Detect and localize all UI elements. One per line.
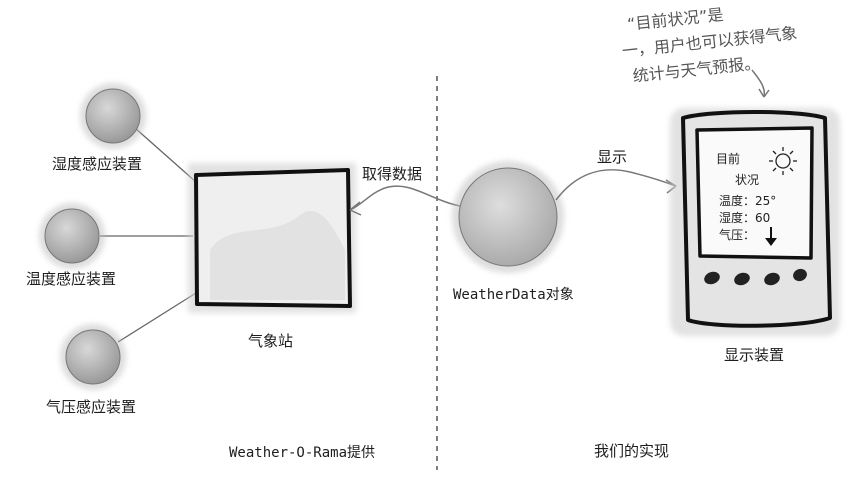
sun-icon xyxy=(769,147,797,175)
screen-title-line-1: 目前 xyxy=(716,152,741,166)
pull-data-label: 取得数据 xyxy=(362,165,423,183)
pull-data-arrow xyxy=(349,185,461,211)
display-arrow-label: 显示 xyxy=(597,148,628,166)
humidity-connector xyxy=(134,127,197,183)
screen-temperature: 温度：25° xyxy=(719,194,777,208)
screen-humidity: 湿度：60 xyxy=(719,211,771,225)
screen-title-line-2: 状况 xyxy=(735,173,760,187)
down-arrow-icon xyxy=(765,227,777,246)
display-device-label: 显示装置 xyxy=(724,346,785,364)
pressure-connector xyxy=(117,292,197,343)
pressure-sensor-ball xyxy=(60,324,126,390)
weatherdata-object-label: WeatherData对象 xyxy=(453,287,574,303)
humidity-sensor-ball xyxy=(80,83,146,149)
weatherdata-object-ball xyxy=(452,161,564,273)
screen-pressure: 气压： xyxy=(719,228,756,242)
display-buttons xyxy=(704,268,807,286)
pressure-sensor-label: 气压感应装置 xyxy=(46,398,137,416)
temperature-sensor-ball xyxy=(39,203,105,269)
display-device xyxy=(670,108,840,336)
display-arrow xyxy=(555,169,677,201)
weather-station-box xyxy=(188,163,356,313)
footer-implementation-label: 我们的实现 xyxy=(594,442,670,460)
humidity-sensor-label: 湿度感应装置 xyxy=(52,155,143,173)
station-label: 气象站 xyxy=(248,332,294,350)
annotation-arrow xyxy=(751,69,766,98)
footer-provided-label: Weather-O-Rama提供 xyxy=(229,445,376,461)
temperature-sensor-label: 温度感应装置 xyxy=(26,270,117,288)
